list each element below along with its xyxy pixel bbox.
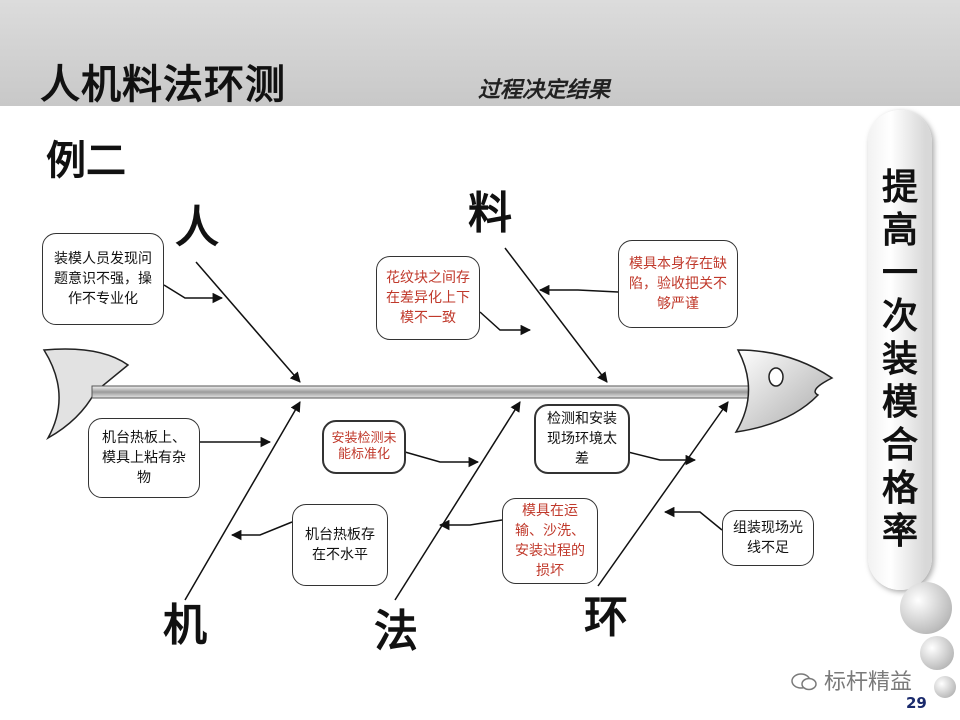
watermark: 标杆精益 xyxy=(790,664,912,696)
bone-method xyxy=(394,401,521,601)
wechat-icon xyxy=(790,672,818,692)
decor-bubble xyxy=(934,676,956,698)
bone-environment xyxy=(597,401,729,587)
connector-machine-2 xyxy=(230,521,293,541)
fish-head xyxy=(734,349,834,433)
cause-material-1: 花纹块之间存在差异化上下模不一致 xyxy=(376,256,480,340)
header-band xyxy=(0,0,960,106)
fish-tail xyxy=(42,348,130,440)
connector-measure-1 xyxy=(627,451,697,466)
cause-man-1: 装模人员发现问题意识不强，操作不专业化 xyxy=(42,233,164,325)
side-banner xyxy=(868,110,932,590)
page-subtitle: 过程决定结果 xyxy=(478,78,611,103)
side-banner-text: 提高一次装模合格率 xyxy=(881,167,918,552)
cause-method-2: 模具在运输、沙洗、安装过程的损坏 xyxy=(502,498,598,584)
cause-environment-1: 组装现场光线不足 xyxy=(722,510,814,566)
bone-man xyxy=(195,261,301,383)
decor-bubble xyxy=(920,636,954,670)
category-machine: 机 xyxy=(163,600,207,651)
connector-environment-1 xyxy=(663,506,723,531)
category-environment: 环 xyxy=(584,592,628,643)
fish-eye xyxy=(768,367,784,387)
fish-spine xyxy=(91,385,755,399)
example-label: 例二 xyxy=(46,138,126,184)
decor-bubble xyxy=(900,582,952,634)
bone-machine xyxy=(184,401,301,601)
cause-measure-1: 检测和安装现场环境太差 xyxy=(534,404,630,474)
cause-method-1: 安装检测未能标准化 xyxy=(322,420,406,474)
connector-material-2 xyxy=(538,284,619,296)
page-number: 29 xyxy=(906,694,927,712)
category-material: 料 xyxy=(468,188,512,239)
connector-man-1 xyxy=(163,284,224,304)
cause-machine-2: 机台热板存在不水平 xyxy=(292,504,388,586)
connector-material-1 xyxy=(479,311,532,336)
connector-method-2 xyxy=(438,519,503,531)
category-method: 法 xyxy=(374,606,418,657)
connector-method-1 xyxy=(404,451,480,468)
page-title: 人机料法环测 xyxy=(40,62,286,108)
cause-machine-1: 机台热板上、模具上粘有杂物 xyxy=(88,418,200,498)
cause-material-2: 模具本身存在缺陷，验收把关不够严谨 xyxy=(618,240,738,328)
category-man: 人 xyxy=(175,202,219,253)
bone-material xyxy=(504,247,608,383)
watermark-text: 标杆精益 xyxy=(824,670,913,695)
